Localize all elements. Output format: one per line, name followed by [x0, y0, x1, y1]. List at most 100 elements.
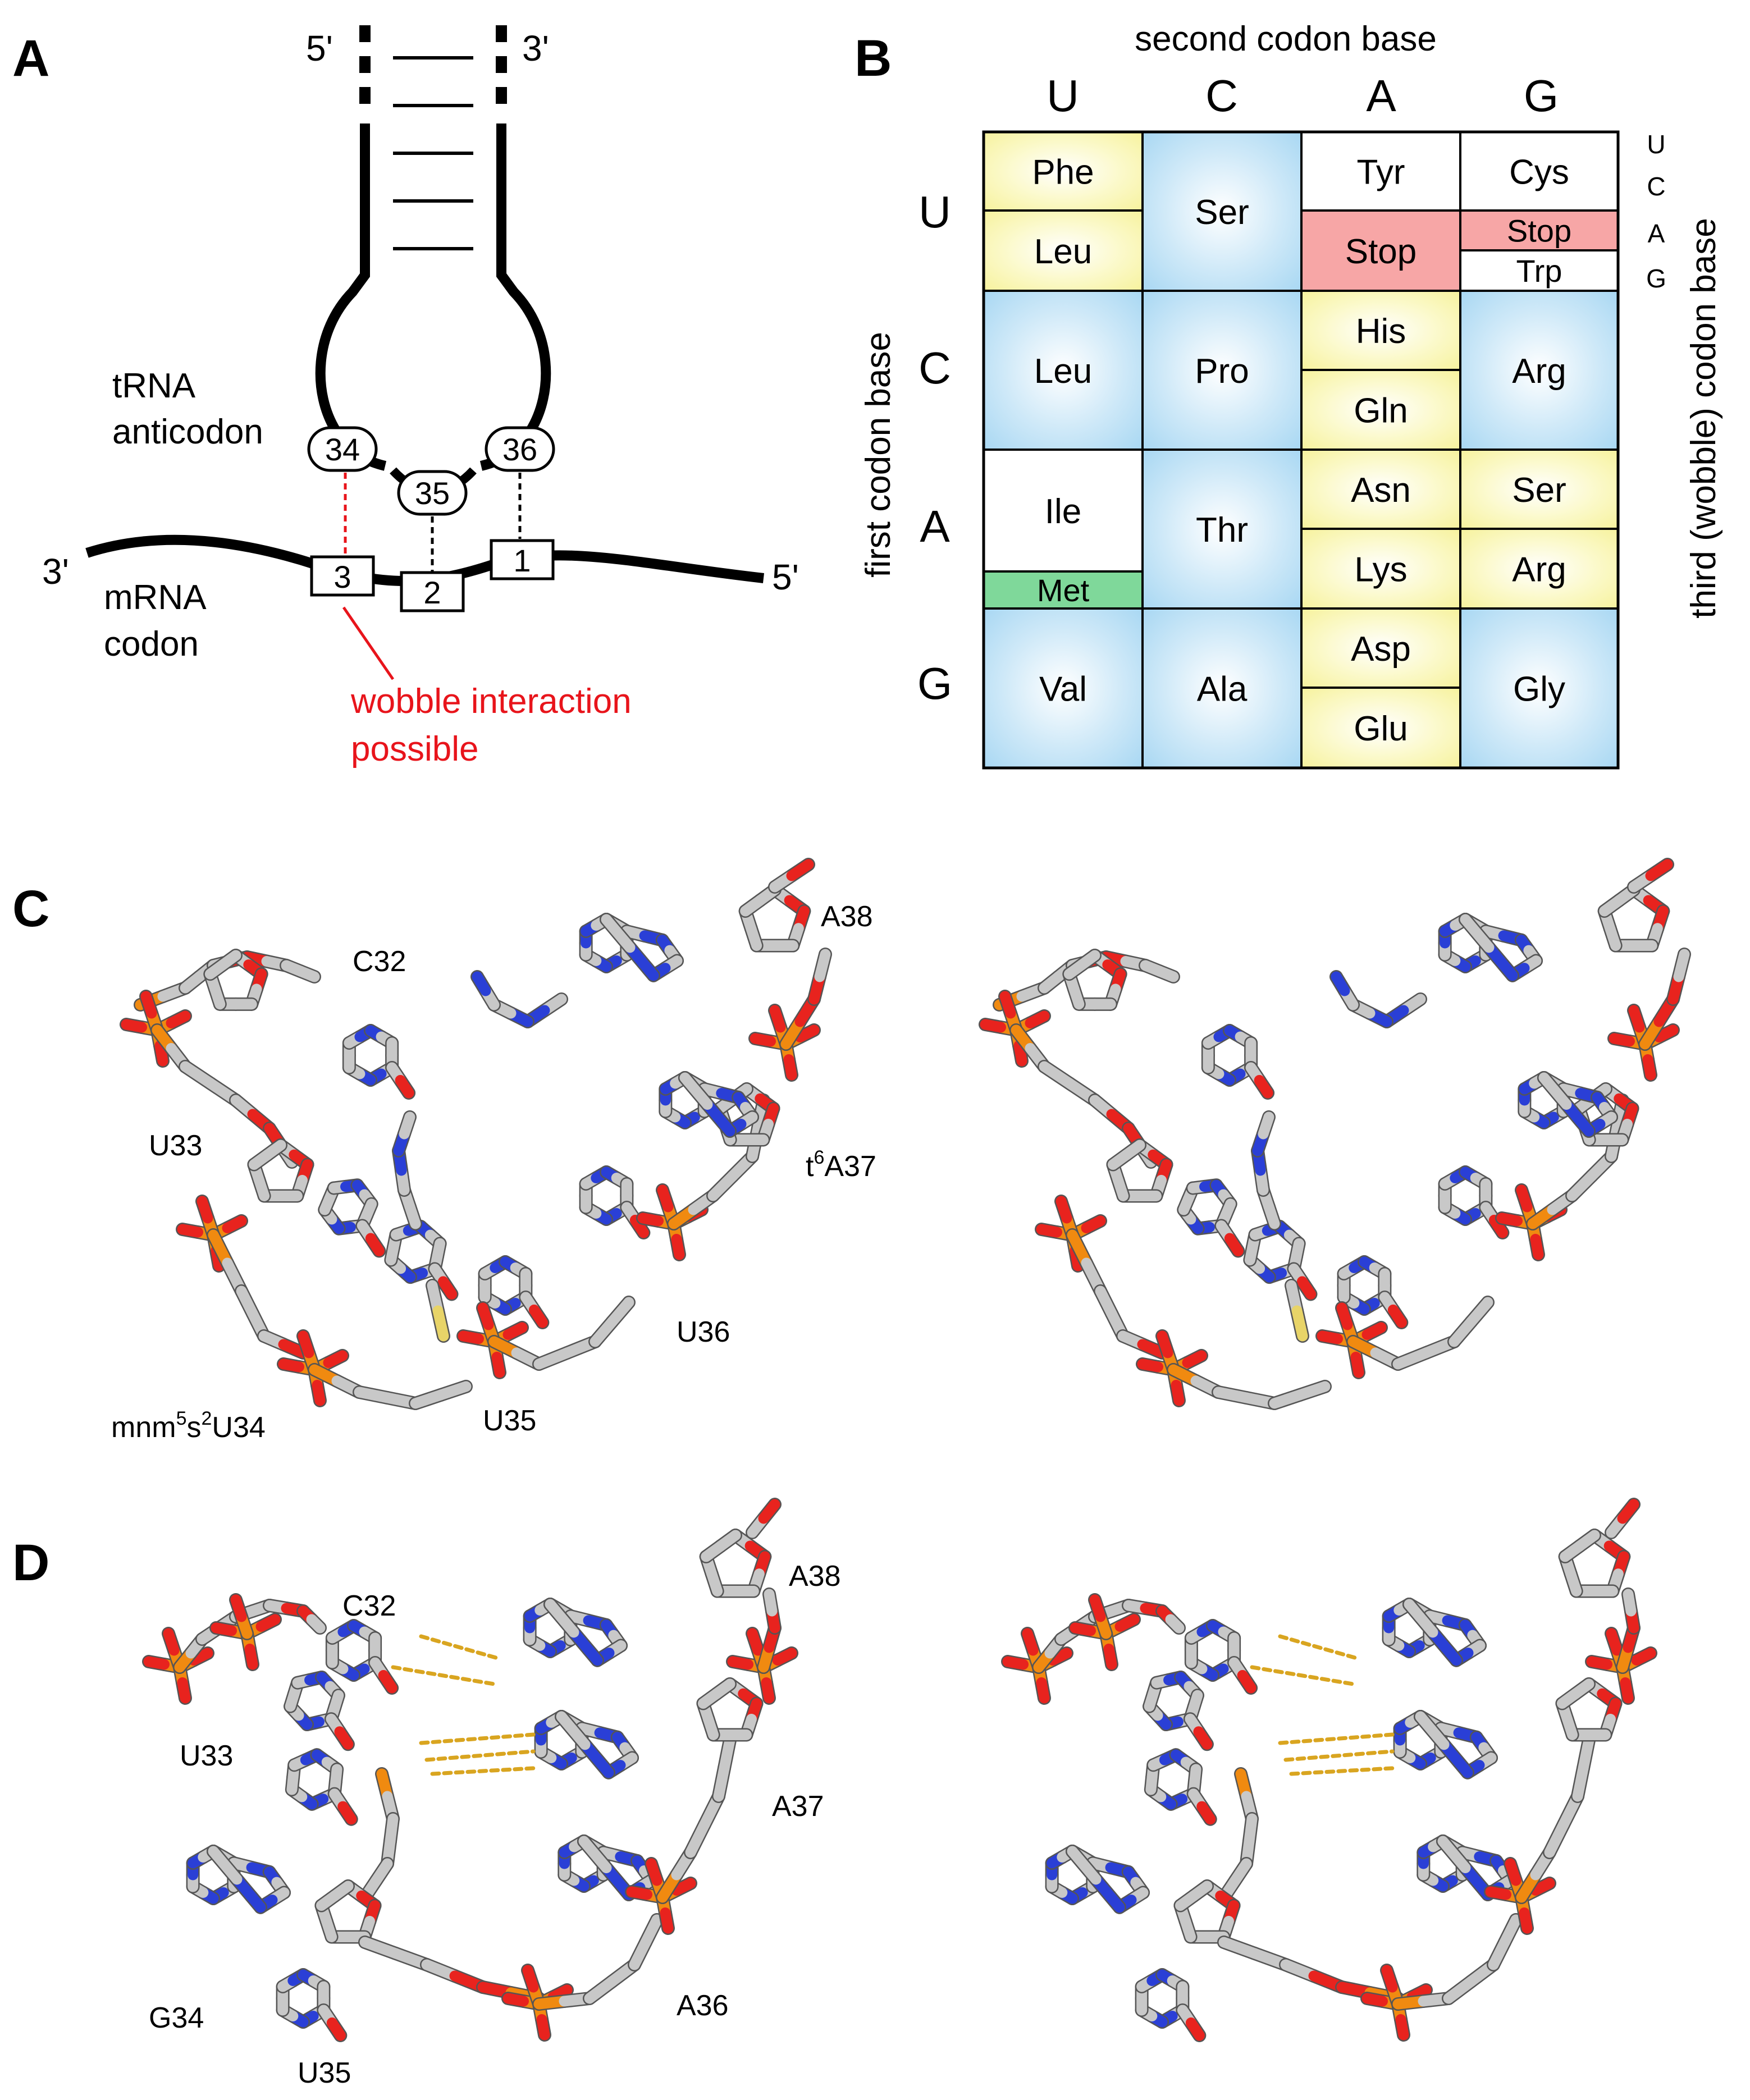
phosphate-bond	[522, 1965, 539, 1993]
codon-cell-his: His	[1300, 290, 1461, 371]
ring-bond	[1188, 1881, 1213, 1901]
ring-bond	[1415, 1711, 1450, 1750]
label-u34-part3: U34	[212, 1411, 265, 1444]
codon-cell-label-met: Met	[1037, 573, 1090, 608]
sugar-a38	[738, 883, 811, 953]
ring-bond	[556, 1711, 591, 1750]
phosphate-bond	[166, 1010, 191, 1028]
codon-cell-tyr: Tyr	[1300, 131, 1461, 212]
phosphate-bond	[143, 1656, 170, 1670]
label-u34-sup2: 2	[201, 1408, 212, 1429]
base-u35	[1337, 1255, 1392, 1316]
codon-base-3: 3	[310, 555, 375, 597]
phosphate-bond	[671, 1234, 685, 1260]
codon-cell-label-pro: Pro	[1195, 352, 1249, 391]
row-header-u: U	[919, 187, 951, 237]
sugar-c32	[203, 949, 268, 1011]
phosphate-bond	[1606, 1628, 1623, 1656]
hbond-line	[1278, 1634, 1361, 1661]
mrna-3prime-label: 3'	[42, 551, 69, 592]
codon-cell-label-leu-uu: Leu	[1034, 232, 1092, 271]
phosphate-bond	[188, 1648, 213, 1666]
phosphate-bond	[1081, 1215, 1106, 1233]
nucleotide-34-label: 34	[325, 432, 360, 467]
codon-cell-label-ala: Ala	[1197, 670, 1248, 708]
phosphate-bond	[1022, 1628, 1039, 1656]
codon-cell-label-stop-ug: Stop	[1507, 213, 1571, 249]
phosphate-bond	[783, 1054, 797, 1081]
codon-cell-label-gln: Gln	[1354, 391, 1408, 430]
base-d-c32	[325, 1619, 382, 1682]
sugar-u33	[1106, 1138, 1173, 1203]
phosphate-u34	[277, 1329, 349, 1407]
codon-cell-label-leu-cu: Leu	[1034, 352, 1092, 391]
row-header-c: C	[919, 343, 951, 393]
phosphate-bond	[1653, 1024, 1679, 1042]
ring-bond	[601, 914, 636, 953]
codon-cell-met: Met	[983, 570, 1144, 610]
base-a38-five	[600, 913, 684, 982]
sugar-u33	[247, 1138, 314, 1203]
chain-bond	[606, 1297, 634, 1328]
ring-bond	[711, 1678, 735, 1699]
phosphate-bond	[502, 1322, 528, 1340]
phosphate-bond	[772, 1648, 797, 1666]
mrna-label-line2: codon	[104, 625, 199, 664]
codon-cell-lys: Lys	[1300, 528, 1461, 610]
phosphate-bond	[1350, 1352, 1364, 1378]
chain-bond	[1218, 1937, 1260, 1959]
codon-cell-arg-cg: Arg	[1459, 290, 1619, 451]
phosphate-bond	[747, 1628, 764, 1656]
phosphate-bond	[750, 1033, 776, 1047]
codon-cell-val: Val	[983, 607, 1144, 769]
ring-bond	[208, 1846, 243, 1885]
panel-letter-b: B	[855, 30, 892, 87]
codon-table-border	[982, 130, 1620, 770]
base-u35	[478, 1255, 533, 1316]
phosphate-bond	[536, 2014, 550, 2040]
ring-bond	[702, 1099, 735, 1137]
ring-bond	[1538, 1072, 1572, 1110]
label-d-c32: C32	[342, 1590, 396, 1622]
hbond-line	[430, 1766, 536, 1776]
label-u34: mnm5s2U34	[111, 1408, 266, 1444]
phosphate-bond	[255, 1614, 281, 1632]
ring-bond	[1460, 1863, 1493, 1900]
phosphate-bond	[1361, 1322, 1387, 1340]
label-u34-part1: mnm	[111, 1411, 176, 1444]
base-d-g34-five	[207, 1845, 291, 1914]
phosphate-bond	[657, 1184, 674, 1213]
sugar-d-g34	[314, 1879, 382, 1944]
backbone-d-a38	[1616, 1587, 1641, 1674]
nucleotide-34: 34	[307, 426, 378, 472]
codon-cell-stop-ug: Stop	[1459, 209, 1619, 251]
third-base-a: A	[1648, 219, 1665, 248]
phosphate-bond	[727, 1656, 753, 1670]
label-d-a37: A37	[772, 1790, 824, 1823]
base-c32	[1201, 1024, 1258, 1087]
phosphate-bond	[1317, 1330, 1343, 1344]
ring-bond	[262, 1140, 286, 1160]
carbonyl	[1196, 1801, 1216, 1825]
carbonyl	[629, 1215, 649, 1238]
codon-cell-label-arg-ag: Arg	[1512, 550, 1566, 589]
backbone-u36	[1346, 1296, 1495, 1371]
sugar-d-a38	[1558, 1529, 1631, 1598]
chain-bond	[1465, 1297, 1493, 1328]
carbonyl	[1254, 1075, 1273, 1099]
hbond-line	[419, 1732, 536, 1745]
phosphate-bond	[1642, 1054, 1656, 1081]
label-u36: U36	[677, 1316, 730, 1348]
trna-stem-loop	[315, 25, 551, 496]
sugar-d-a37	[696, 1677, 764, 1742]
backbone-d-a37	[1515, 1733, 1596, 1904]
phosphate-bond	[502, 1993, 529, 2007]
base-a37-five	[678, 1071, 759, 1138]
carbonyl	[378, 1670, 397, 1694]
phosphate-bond	[999, 991, 1016, 1019]
first-base-axis-label: first codon base	[859, 332, 898, 578]
ring-bond	[624, 942, 659, 981]
ring-bond	[1090, 1874, 1125, 1913]
chain-bond	[640, 1914, 662, 1948]
codon-cell-ser-uc: Ser	[1141, 131, 1303, 292]
